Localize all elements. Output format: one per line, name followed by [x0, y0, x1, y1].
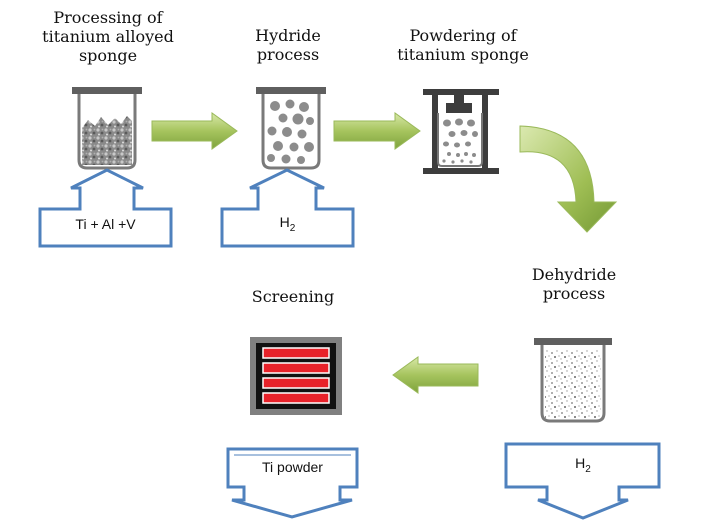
output-label-ti-powder: Ti powder [262, 459, 323, 475]
step-title-hydride: Hydride process [255, 26, 321, 64]
screen-sieve-icon [250, 337, 342, 415]
input-box-ti-al-v [38, 168, 173, 248]
sponge-vessel-icon [72, 87, 142, 170]
input-box-h2 [220, 168, 355, 248]
flow-arrow-1 [151, 112, 238, 150]
flow-arrow-2 [333, 112, 421, 150]
output-box-ti-powder [226, 447, 359, 519]
flow-arrow-left [392, 356, 479, 394]
step-title-processing: Processing of titanium alloyed sponge [42, 8, 174, 65]
hydride-vessel-icon [256, 87, 326, 170]
press-icon [423, 89, 499, 174]
output-label-h2: H2 [575, 455, 591, 475]
curved-flow-arrow [519, 125, 618, 233]
output-box-h2 [504, 442, 661, 520]
step-title-powdering: Powdering of titanium sponge [397, 26, 529, 64]
step-title-dehydride: Dehydride process [531, 265, 617, 303]
input-label-ti-al-v: Ti + Al +V [75, 216, 136, 232]
input-label-h2: H2 [279, 214, 296, 234]
step-title-screening: Screening [251, 287, 335, 306]
dehydride-vessel-icon [534, 338, 612, 423]
